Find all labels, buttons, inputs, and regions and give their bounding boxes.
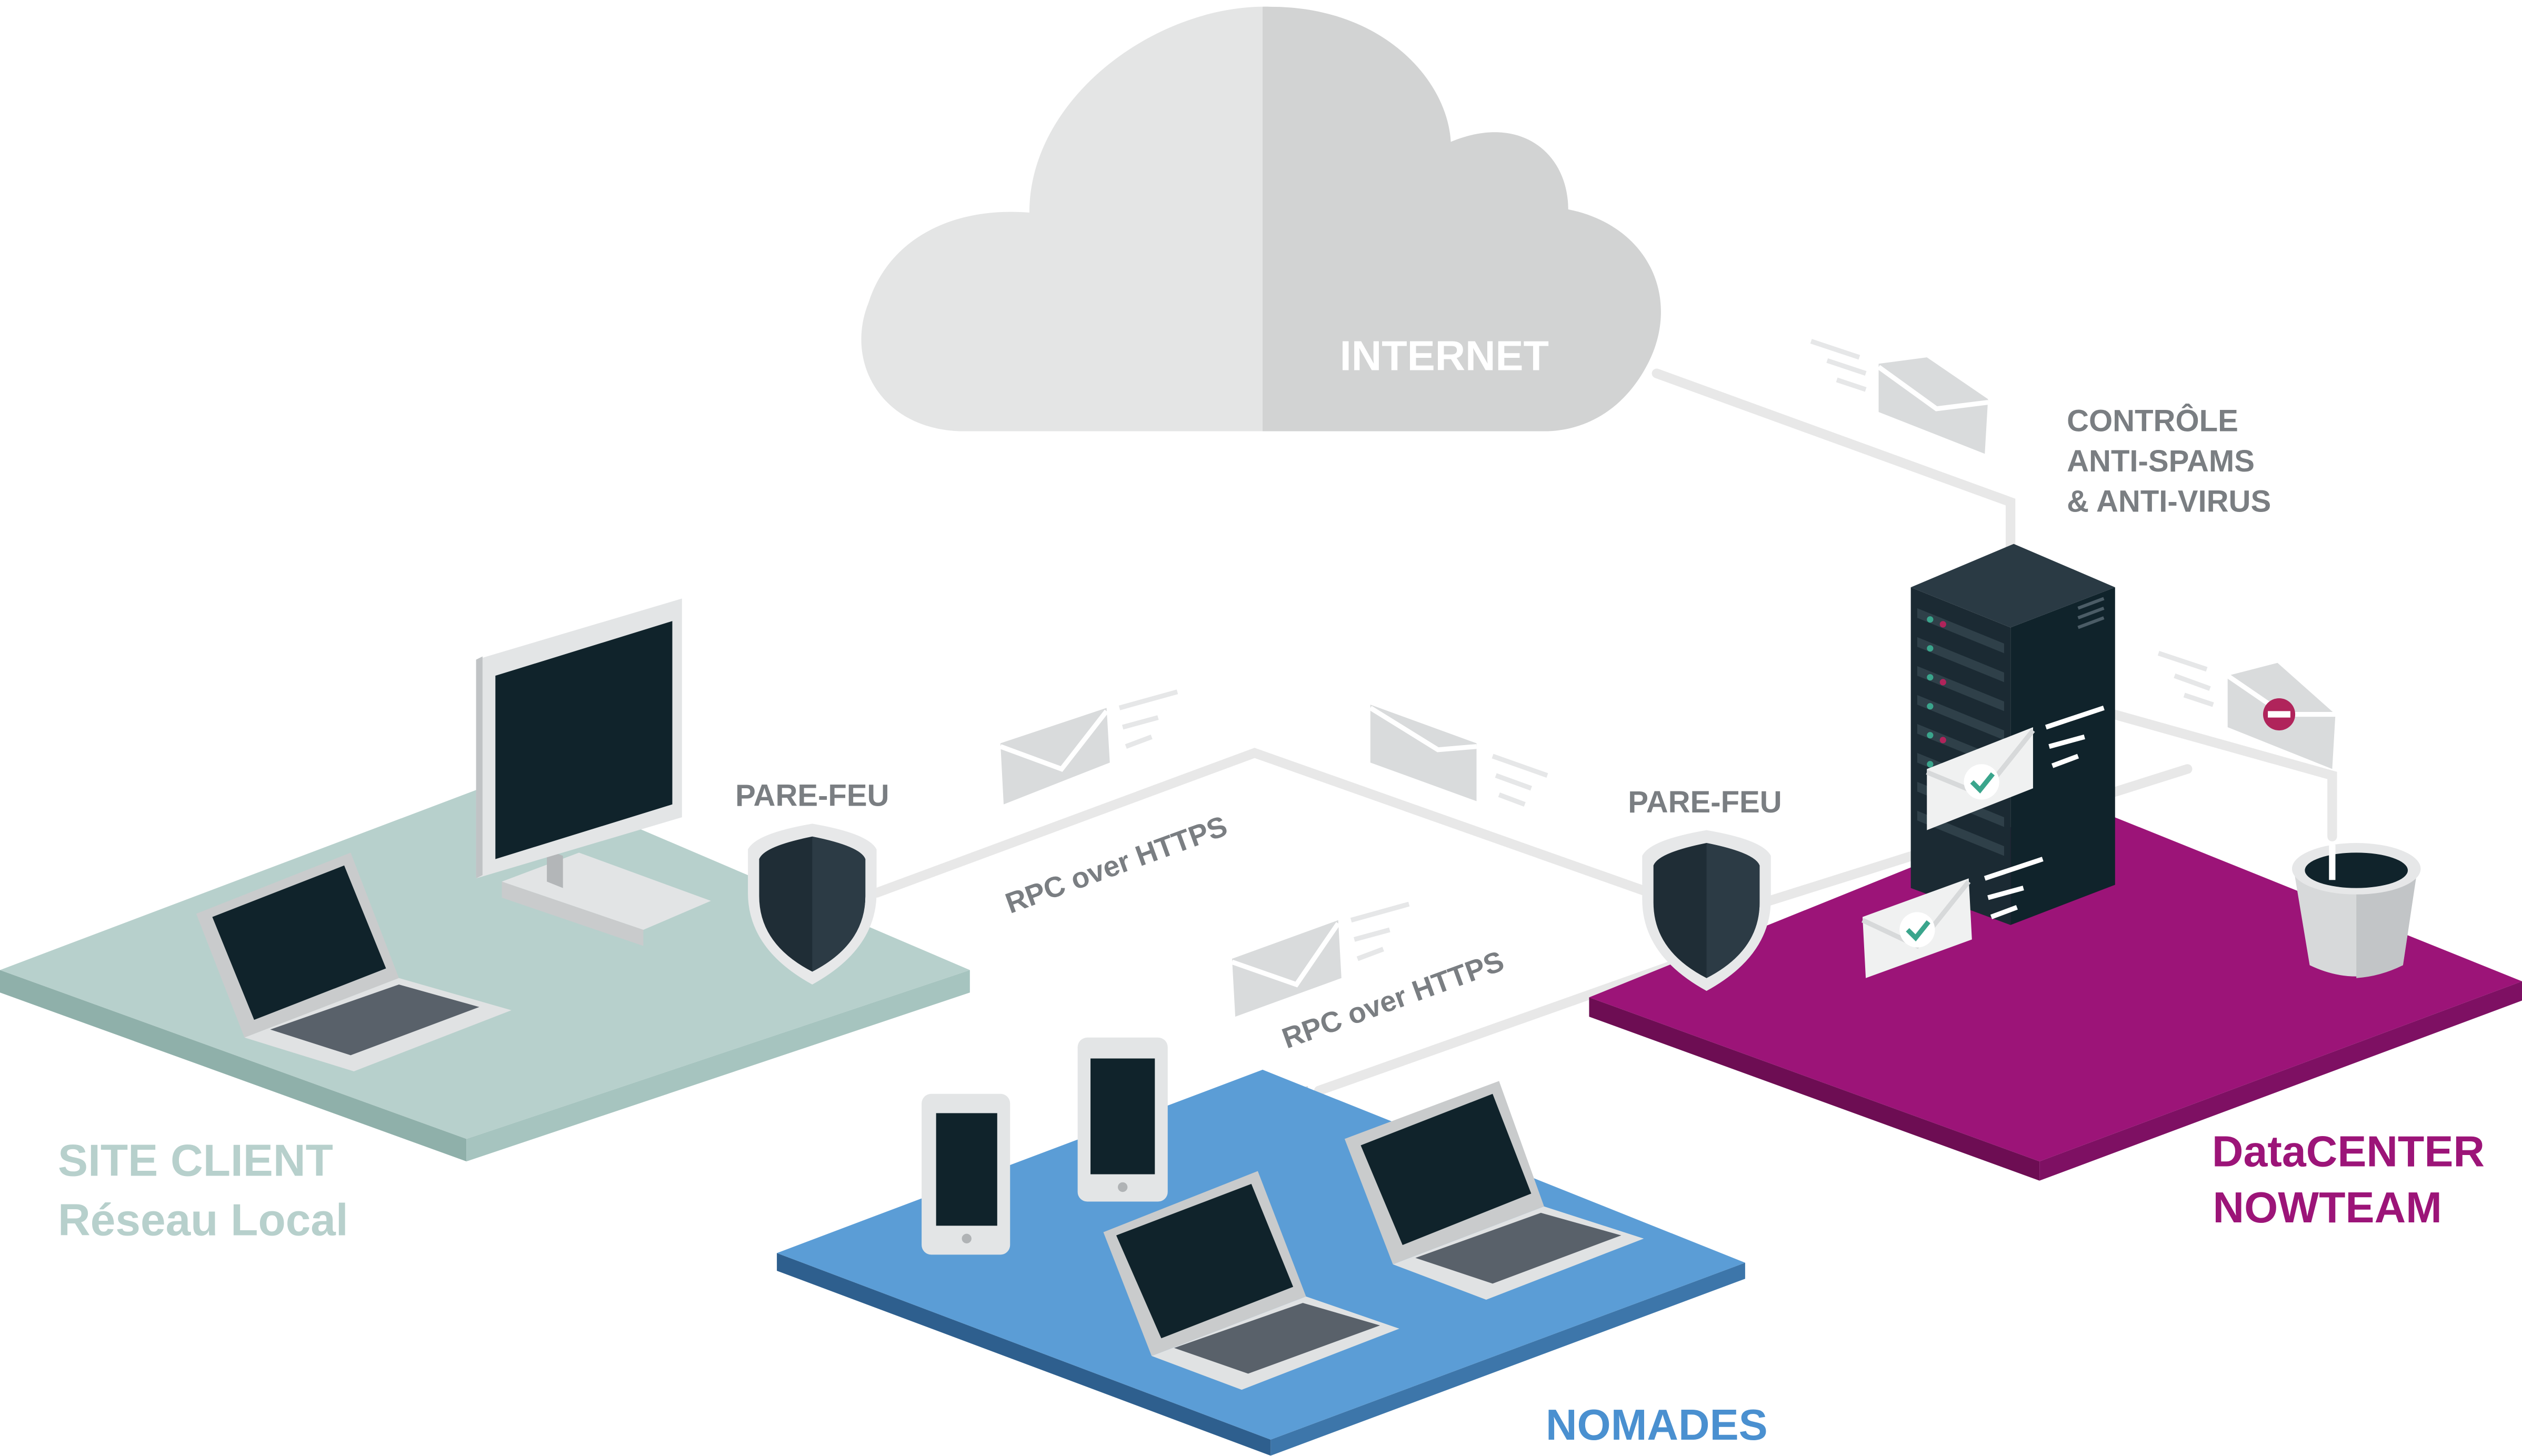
internet-label: INTERNET <box>1340 333 1549 379</box>
laptop-icon <box>196 852 512 1071</box>
nomades-to-datacenter-line <box>1314 960 1678 1096</box>
internet-to-datacenter-line <box>1652 368 2016 552</box>
internet-cloud: INTERNET <box>861 6 1661 431</box>
envelope-icon <box>1369 705 1548 807</box>
check-icon <box>1899 912 1935 948</box>
cloud-icon <box>861 6 1661 431</box>
phone-icon <box>1077 1037 1168 1202</box>
shield-icon <box>748 824 877 985</box>
blocked-icon <box>2263 698 2296 731</box>
laptop-icon <box>1344 1081 1644 1300</box>
site-to-datacenter-line <box>872 748 1678 906</box>
shield-icon <box>1642 830 1771 991</box>
monitor-icon <box>476 598 711 946</box>
laptop-icon <box>1103 1171 1399 1390</box>
controle-label-line-3: & ANTI-VIRUS <box>2067 484 2271 518</box>
check-icon <box>1964 764 1999 800</box>
datacenter-subtitle: NOWTEAM <box>2213 1183 2442 1232</box>
site-client-platform <box>0 775 970 1162</box>
datacenter-title: DataCENTER <box>2212 1127 2485 1176</box>
envelope-icon <box>1810 339 1988 454</box>
connection-lines <box>872 368 2337 1096</box>
rpc-top-label: RPC over HTTPS <box>1001 809 1232 920</box>
site-client-subtitle: Réseau Local <box>58 1196 348 1246</box>
envelope-icon <box>2157 651 2336 769</box>
envelope-icon <box>999 689 1178 805</box>
firewall-left-label: PARE-FEU <box>735 779 889 813</box>
nomades-label: NOMADES <box>1546 1401 1768 1449</box>
controle-label-line-1: CONTRÔLE <box>2067 404 2238 438</box>
trash-bin-icon <box>2291 843 2421 978</box>
firewall-right-label: PARE-FEU <box>1628 785 1782 819</box>
tablet-icon <box>922 1093 1010 1255</box>
site-client-title: SITE CLIENT <box>58 1136 333 1186</box>
server-to-trash-line <box>2086 703 2337 841</box>
envelope-icon <box>1862 857 2044 978</box>
envelope-icon <box>1231 901 1410 1017</box>
envelope-icon <box>1926 705 2105 830</box>
controle-label-line-2: ANTI-SPAMS <box>2067 444 2255 478</box>
datacenter-platform <box>1589 801 2522 1181</box>
